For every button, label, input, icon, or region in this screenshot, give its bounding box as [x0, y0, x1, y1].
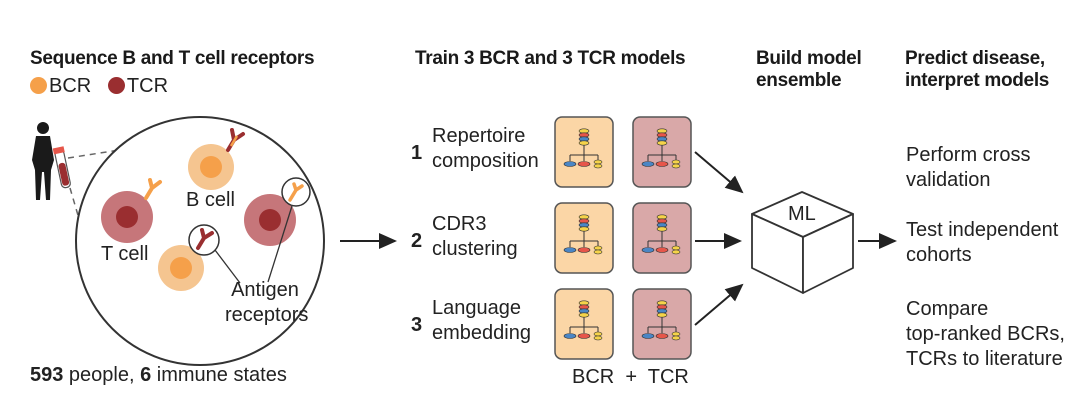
model-number: 2: [411, 230, 423, 252]
tcr-model-box-1: [632, 116, 692, 188]
predict-title: Predict disease, interpret models: [905, 48, 1050, 91]
tcr-model-box-3: [632, 288, 692, 360]
model-label: Language embedding: [432, 297, 531, 344]
ensemble-title: Build model ensemble: [756, 48, 862, 91]
bcr-model-box-1: [554, 116, 614, 188]
person-icon: [32, 122, 54, 200]
arrow-model3: [694, 283, 744, 326]
model-label: CDR3 clustering: [432, 213, 518, 260]
b-cell-icon: [188, 128, 245, 190]
tcr-swatch: [107, 77, 125, 94]
outcome-compare-literature: Compare top-ranked BCRs, TCRs to literat…: [906, 298, 1065, 370]
antigen-pointer-2: [267, 205, 293, 283]
sequencing-title: Sequence B and T cell receptors: [30, 48, 315, 69]
b-cell-label: B cell: [186, 189, 235, 211]
model-number: 3: [411, 314, 423, 336]
models-footer: BCR + TCR: [572, 366, 689, 388]
b-cell-icon-bottom: [158, 224, 220, 291]
t-cell-label: T cell: [101, 243, 149, 265]
bcr-swatch: [30, 77, 47, 94]
bcr-model-box-2: [554, 202, 614, 274]
legend-tcr: TCR: [107, 75, 168, 97]
model-label: Repertoire composition: [432, 125, 539, 172]
models-title: Train 3 BCR and 3 TCR models: [415, 48, 686, 69]
ml-cube-icon: [751, 191, 854, 294]
antigen-pointer-1: [214, 249, 241, 284]
cohort-summary: 593 people, 6 immune states: [30, 364, 287, 386]
outcome-cross-validation: Perform cross validation: [906, 144, 1031, 191]
outcome-independent-cohorts: Test independent cohorts: [906, 219, 1059, 266]
bcr-model-box-3: [554, 288, 614, 360]
antigen-receptors-label: Antigen receptors: [225, 279, 309, 326]
t-cell-icon-right: [244, 177, 311, 246]
model-number: 1: [411, 142, 423, 164]
t-cell-icon: [101, 178, 162, 243]
legend-bcr: BCR: [30, 75, 91, 97]
legend: BCR TCR: [30, 74, 168, 99]
tcr-model-box-2: [632, 202, 692, 274]
zoom-line-top: [67, 145, 146, 159]
blood-tube-icon: [52, 146, 71, 189]
arrow-model1: [694, 151, 744, 194]
ml-label: ML: [788, 203, 816, 225]
